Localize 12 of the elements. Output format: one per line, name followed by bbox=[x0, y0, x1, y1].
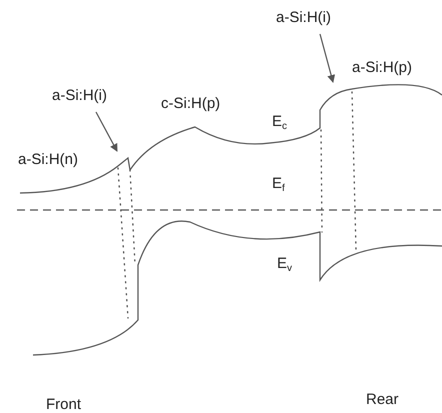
leader-arrow bbox=[319, 34, 336, 83]
band-label: E$_{f}$ bbox=[272, 174, 285, 194]
band-label: Front bbox=[46, 395, 82, 413]
leader-arrow bbox=[95, 112, 118, 152]
layer-label: a-Si:H(i) bbox=[52, 86, 107, 106]
band-label: E$_{c}$ bbox=[272, 112, 288, 132]
band-label: Rear bbox=[366, 390, 399, 410]
band-label: E$_{v}$ bbox=[277, 254, 292, 274]
band-label: c-Si:H(p) bbox=[161, 94, 220, 114]
band-label: a-Si:H(p) bbox=[352, 58, 412, 78]
layer-label: a-Si:H(i) bbox=[276, 8, 331, 28]
band-label: a-Si:H(n) bbox=[18, 150, 78, 170]
